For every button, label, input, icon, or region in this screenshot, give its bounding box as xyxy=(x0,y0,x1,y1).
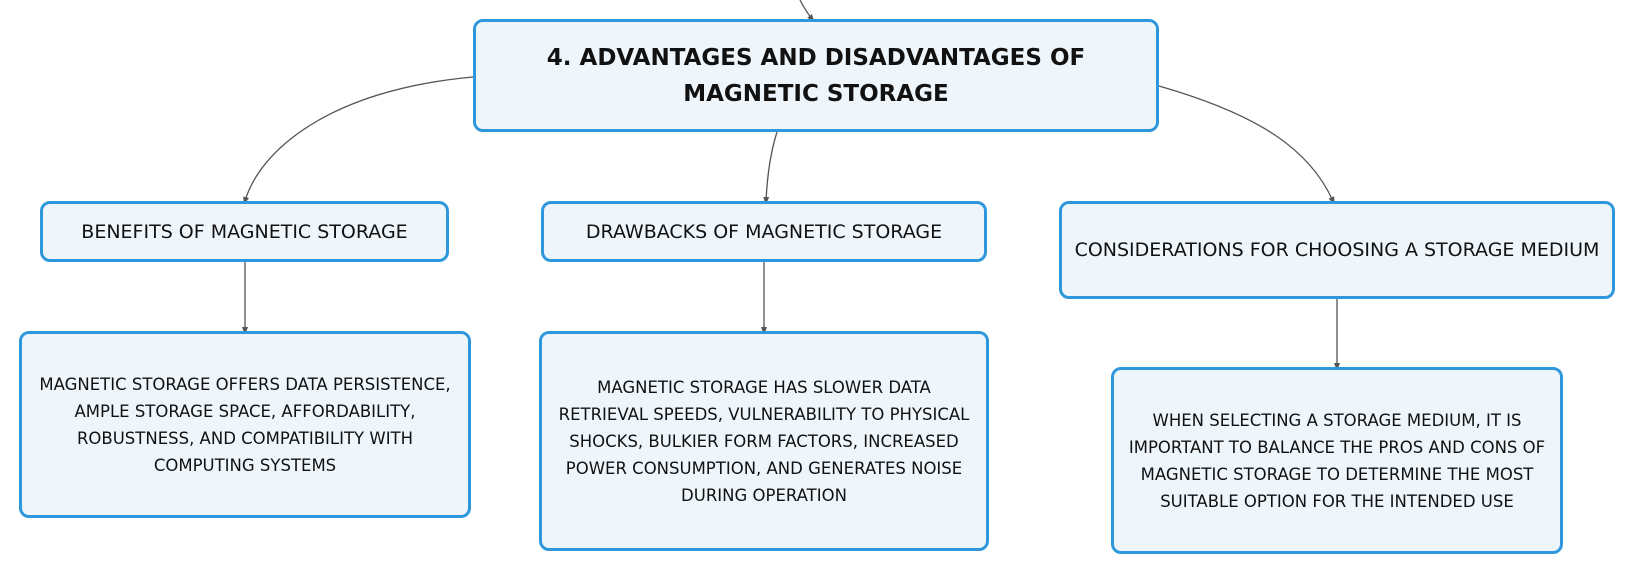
detail-node-considerations[interactable]: WHEN SELECTING A STORAGE MEDIUM, IT IS I… xyxy=(1111,367,1563,554)
detail-node-benefits[interactable]: MAGNETIC STORAGE OFFERS DATA PERSISTENCE… xyxy=(19,331,471,518)
detail-text-benefits: MAGNETIC STORAGE OFFERS DATA PERSISTENCE… xyxy=(39,374,451,475)
branch-label-benefits: BENEFITS OF MAGNETIC STORAGE xyxy=(81,220,408,243)
branch-node-drawbacks[interactable]: DRAWBACKS OF MAGNETIC STORAGE xyxy=(541,201,987,262)
connector-root-to-drawbacks xyxy=(763,131,778,205)
connector-root-to-considerations xyxy=(1158,85,1335,205)
branch-label-considerations: CONSIDERATIONS FOR CHOOSING A STORAGE ME… xyxy=(1074,239,1600,261)
connector-root-to-benefits xyxy=(243,76,474,205)
detail-text-drawbacks: MAGNETIC STORAGE HAS SLOWER DATA RETRIEV… xyxy=(558,377,970,505)
root-topic-node[interactable]: 4. ADVANTAGES AND DISADVANTAGES OF MAGNE… xyxy=(473,19,1159,132)
detail-node-drawbacks[interactable]: MAGNETIC STORAGE HAS SLOWER DATA RETRIEV… xyxy=(539,331,989,551)
root-topic-label: 4. ADVANTAGES AND DISADVANTAGES OF MAGNE… xyxy=(546,44,1086,107)
branch-node-considerations[interactable]: CONSIDERATIONS FOR CHOOSING A STORAGE ME… xyxy=(1059,201,1615,299)
branch-label-drawbacks: DRAWBACKS OF MAGNETIC STORAGE xyxy=(585,220,943,243)
connector-parent-to-root xyxy=(799,0,815,23)
detail-text-considerations: WHEN SELECTING A STORAGE MEDIUM, IT IS I… xyxy=(1128,410,1546,511)
branch-node-benefits[interactable]: BENEFITS OF MAGNETIC STORAGE xyxy=(40,201,449,262)
